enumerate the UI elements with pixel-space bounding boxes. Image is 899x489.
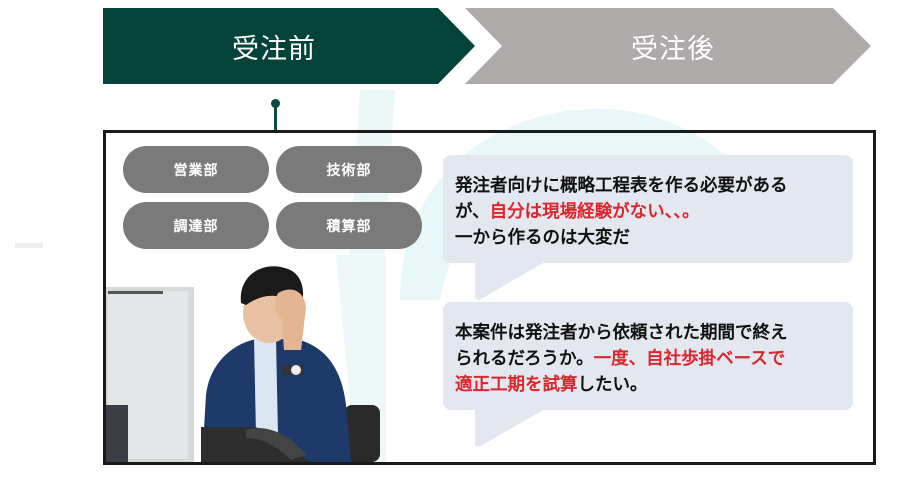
dept-label: 調達部 — [173, 218, 219, 235]
speech-bubble-1: 発注者向けに概略工程表を作る必要がある が、自分は現場経験がない、、。 一から作… — [443, 155, 853, 263]
bubble-line: 発注者向けに概略工程表を作る必要がある — [455, 176, 788, 196]
step-before-order[interactable]: 受注前 — [103, 8, 475, 84]
businessman-photo — [106, 255, 386, 462]
dept-label: 積算部 — [326, 218, 372, 235]
dept-estimation: 積算部 — [276, 202, 422, 249]
connector-dot — [271, 99, 280, 108]
dept-procurement: 調達部 — [123, 202, 269, 249]
bubble-line: られるだろうか。一度、自社歩掛ベースで — [455, 349, 786, 369]
connector-line — [274, 104, 277, 132]
step-label: 受注前 — [232, 33, 316, 65]
step-after-order[interactable]: 受注後 — [465, 8, 871, 84]
dept-engineering: 技術部 — [276, 146, 422, 193]
content-frame — [103, 130, 876, 465]
bubble-line: 適正工期を試算したい。 — [455, 375, 648, 395]
bubble-line: 本案件は発注者から依頼された期間で終え — [455, 323, 788, 343]
dept-sales: 営業部 — [123, 146, 269, 193]
step-label: 受注後 — [631, 33, 715, 65]
bubble-line: が、自分は現場経験がない、、。 — [455, 202, 700, 222]
process-steps: 受注前 受注後 — [103, 8, 873, 84]
dept-label: 営業部 — [173, 162, 219, 179]
dept-label: 技術部 — [326, 162, 372, 179]
speech-bubble-2: 本案件は発注者から依頼された期間で終え られるだろうか。一度、自社歩掛ベースで … — [443, 302, 853, 410]
highlight-text: 自分は現場経験がない、、。 — [489, 202, 700, 222]
highlight-text: 適正工期を試算 — [455, 375, 578, 395]
highlight-text: 一度、自社歩掛ベースで — [593, 349, 786, 369]
bubble-line: 一から作るのは大変だ — [455, 228, 630, 248]
